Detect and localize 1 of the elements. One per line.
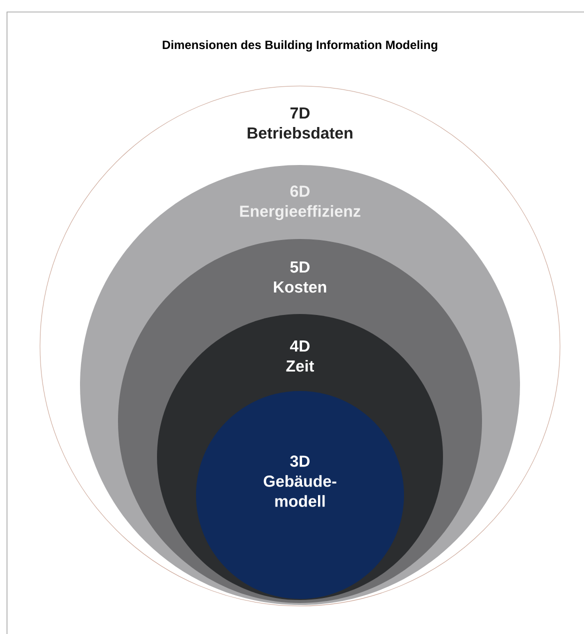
title: Dimensionen des Building Information Modeling — [162, 40, 438, 52]
